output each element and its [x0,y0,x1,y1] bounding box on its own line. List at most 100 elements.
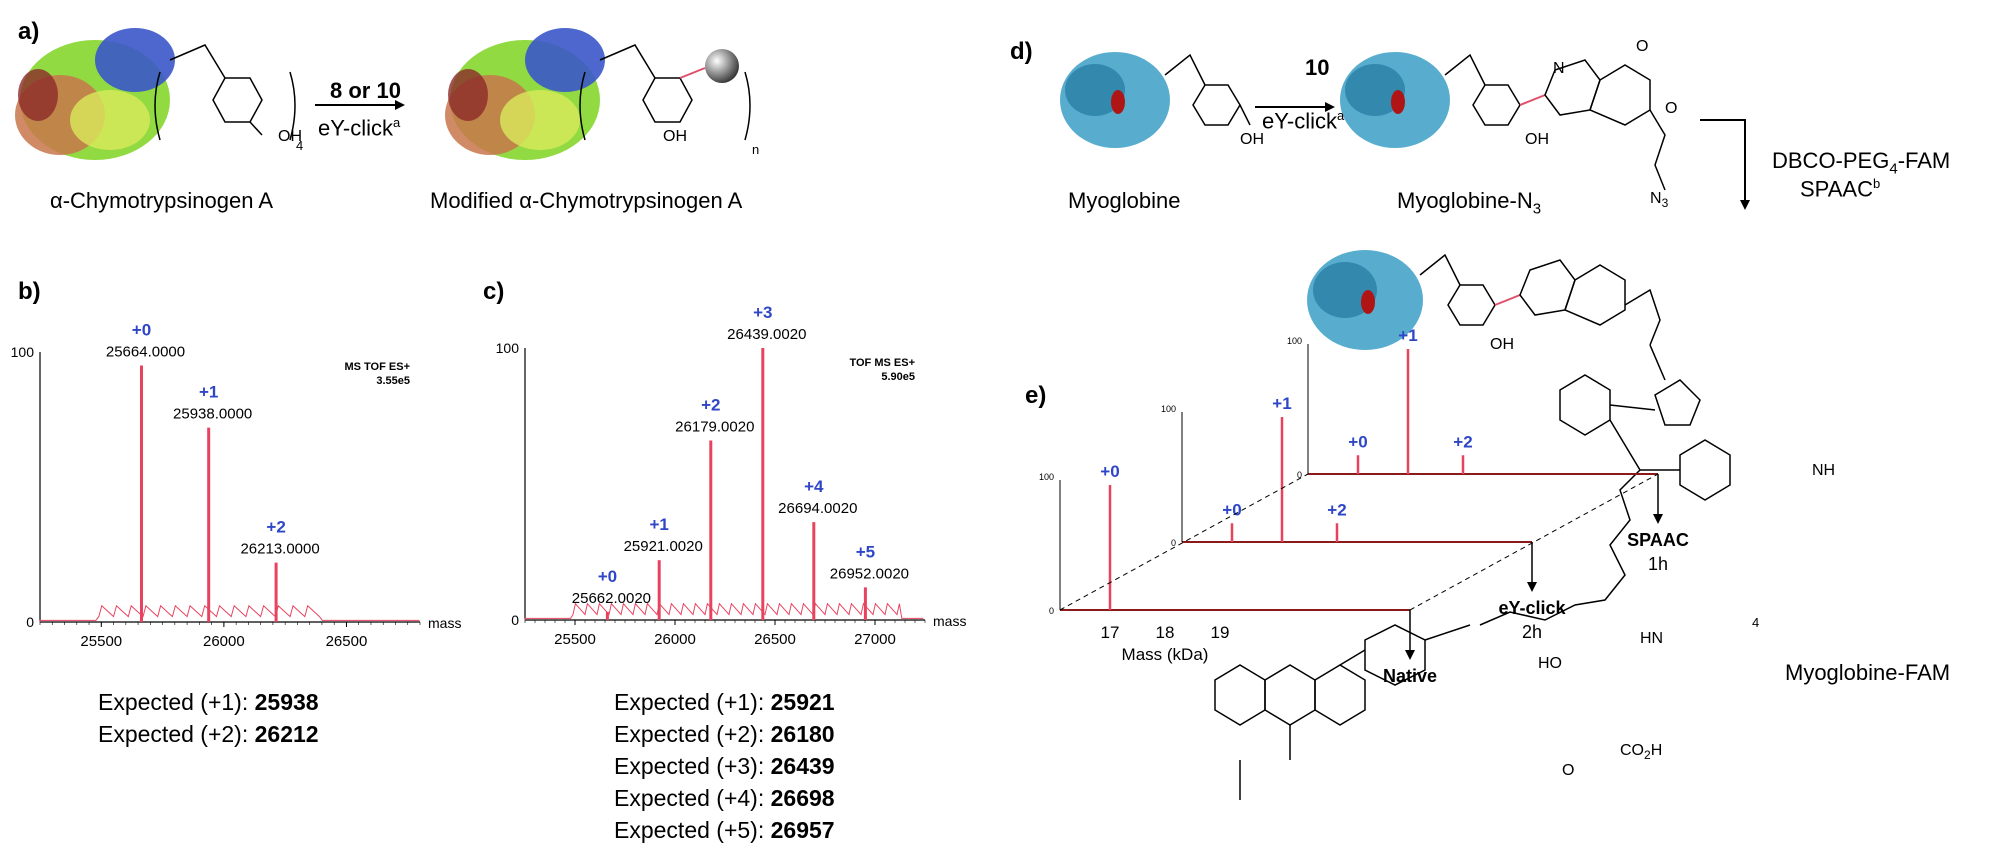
modification-sphere-icon [705,49,739,83]
baseline-trace [524,602,924,620]
peak-mass-label: 25664.0000 [106,344,185,361]
trace-peak-label: +2 [1327,500,1346,519]
myoglobine-n3-o2: O [1665,100,1678,117]
fluorescein-o: O [1562,762,1575,779]
trace-peak-label: +0 [1100,462,1119,481]
peak-mass-label: 25921.0020 [624,538,703,555]
spaac-reagent-label: DBCO-PEG4-FAM [1772,148,1951,178]
intensity-label: 3.55e5 [376,375,410,387]
trace-name: SPAAC [1627,530,1689,550]
x-tick-label: 18 [1156,623,1175,642]
peak-mass-label: 25662.0020 [572,590,651,607]
panel-d-reagent: 10 [1305,55,1330,80]
fluorescein-ho: HO [1538,655,1562,672]
instrument-label: TOF MS ES+ [849,357,915,369]
panel-e-letter: e) [1025,382,1047,409]
panel-c-expected-list: Expected (+1): 25921 Expected (+2): 2618… [614,686,835,846]
myoglobine-oh: OH [1240,131,1264,148]
baseline-trace [39,604,420,622]
x-tick-label: 17 [1101,623,1120,642]
trace-y-0: 0 [1297,470,1302,480]
modified-chymotrypsinogen-label: Modified α-Chymotrypsinogen A [430,188,743,213]
panel-a-reagent: 8 or 10 [330,78,401,103]
x-axis-label: mass [933,613,966,629]
trace-arrow-head [1527,582,1537,592]
expected-row: Expected (+1): 25938 [98,689,319,715]
intensity-label: 5.90e5 [881,371,915,383]
panel-a-condition: eY-clicka [318,115,401,141]
trace-name: Native [1383,666,1437,686]
panel-a-sub-left: 4 [296,138,304,153]
trace-peak-label: +0 [1348,432,1367,451]
trace-peak-label: +1 [1398,326,1417,345]
product-hn: HN [1640,630,1664,647]
myoglobine-n3-azide: N3 [1650,190,1669,211]
trace-time: 1h [1648,554,1668,574]
depth-connector [1409,473,1659,611]
instrument-label: MS TOF ES+ [344,361,410,373]
trace-name: eY-click [1498,598,1566,618]
peak-charge-label: +0 [132,321,151,340]
panel-d-condition: eY-clicka [1262,108,1345,134]
x-tick-label: 26500 [754,631,796,648]
trace-arrow-head [1653,514,1663,524]
peak-charge-label: +2 [701,395,720,414]
x-tick-label: 25500 [554,631,596,648]
myoglobine-n3-n: N [1553,60,1565,77]
myoglobine-fam-label: Myoglobine-FAM [1785,660,1951,685]
x-tick-label: 26000 [654,631,696,648]
x-axis-label: Mass (kDa) [1122,645,1209,664]
peak-charge-label: +0 [598,567,617,586]
panel-a-sub-right: n [752,142,760,157]
depth-connector [1059,473,1309,611]
trace-peak-label: +0 [1222,500,1241,519]
x-tick-label: 26500 [326,633,368,650]
peak-mass-label: 25938.0000 [173,406,252,423]
panel-d-letter: d) [1010,38,1033,65]
expected-row: Expected (+2): 26180 [614,721,835,747]
x-tick-label: 27000 [854,631,896,648]
panel-a-oh-right: OH [663,128,687,145]
y-tick-label: 0 [26,614,34,630]
myoglobine-n3-oh: OH [1525,131,1549,148]
peak-mass-label: 26694.0020 [778,500,857,517]
expected-row: Expected (+2): 26212 [98,721,319,747]
trace-y-100: 100 [1287,336,1302,346]
y-tick-label: 0 [511,612,519,628]
peak-charge-label: +4 [804,477,824,496]
peak-mass-label: 26952.0020 [830,565,909,582]
panel-a-scheme [15,28,751,160]
product-peg-sub: 4 [1752,615,1760,630]
y-tick-label: 100 [496,340,520,356]
trace-peak-label: +1 [1272,394,1291,413]
product-nh: NH [1812,462,1836,479]
peak-mass-label: 26439.0020 [727,326,806,343]
panel-e-stacked-spectra: 1000+0Native1000+0+1+2eY-click2h1000+0+1… [1039,326,1689,686]
panel-a-letter: a) [18,18,40,45]
peak-mass-label: 26213.0000 [240,541,319,558]
panel-b-letter: b) [18,278,41,305]
expected-row: Expected (+1): 25921 [614,689,835,715]
fluorescein-co2h: CO2H [1620,742,1663,763]
product-oh: OH [1490,336,1514,353]
panel-d-scheme [1060,52,1750,800]
expected-row: Expected (+5): 26957 [614,817,835,843]
panel-c-spectrum: 0 100 25500 26000 26500 27000 mass TOF MS ES+ 5.… [496,303,967,648]
myoglobine-label: Myoglobine [1068,188,1181,213]
chymotrypsinogen-protein-left [15,28,175,160]
myoglobine-n3-label: Myoglobine-N3 [1397,188,1542,218]
spaac-condition-label: SPAACb [1800,176,1881,202]
expected-row: Expected (+3): 26439 [614,753,835,779]
peak-mass-label: 26179.0020 [675,418,754,435]
y-tick-label: 100 [11,344,35,360]
trace-y-100: 100 [1039,472,1054,482]
peak-charge-label: +3 [753,303,772,322]
panel-c-letter: c) [483,278,505,305]
panel-a-oh-left: OH [278,128,302,145]
expected-row: Expected (+4): 26698 [614,785,835,811]
myoglobine-protein-left [1060,52,1170,148]
x-tick-label: 25500 [80,633,122,650]
myoglobine-protein-middle [1340,52,1450,148]
x-tick-label: 19 [1211,623,1230,642]
